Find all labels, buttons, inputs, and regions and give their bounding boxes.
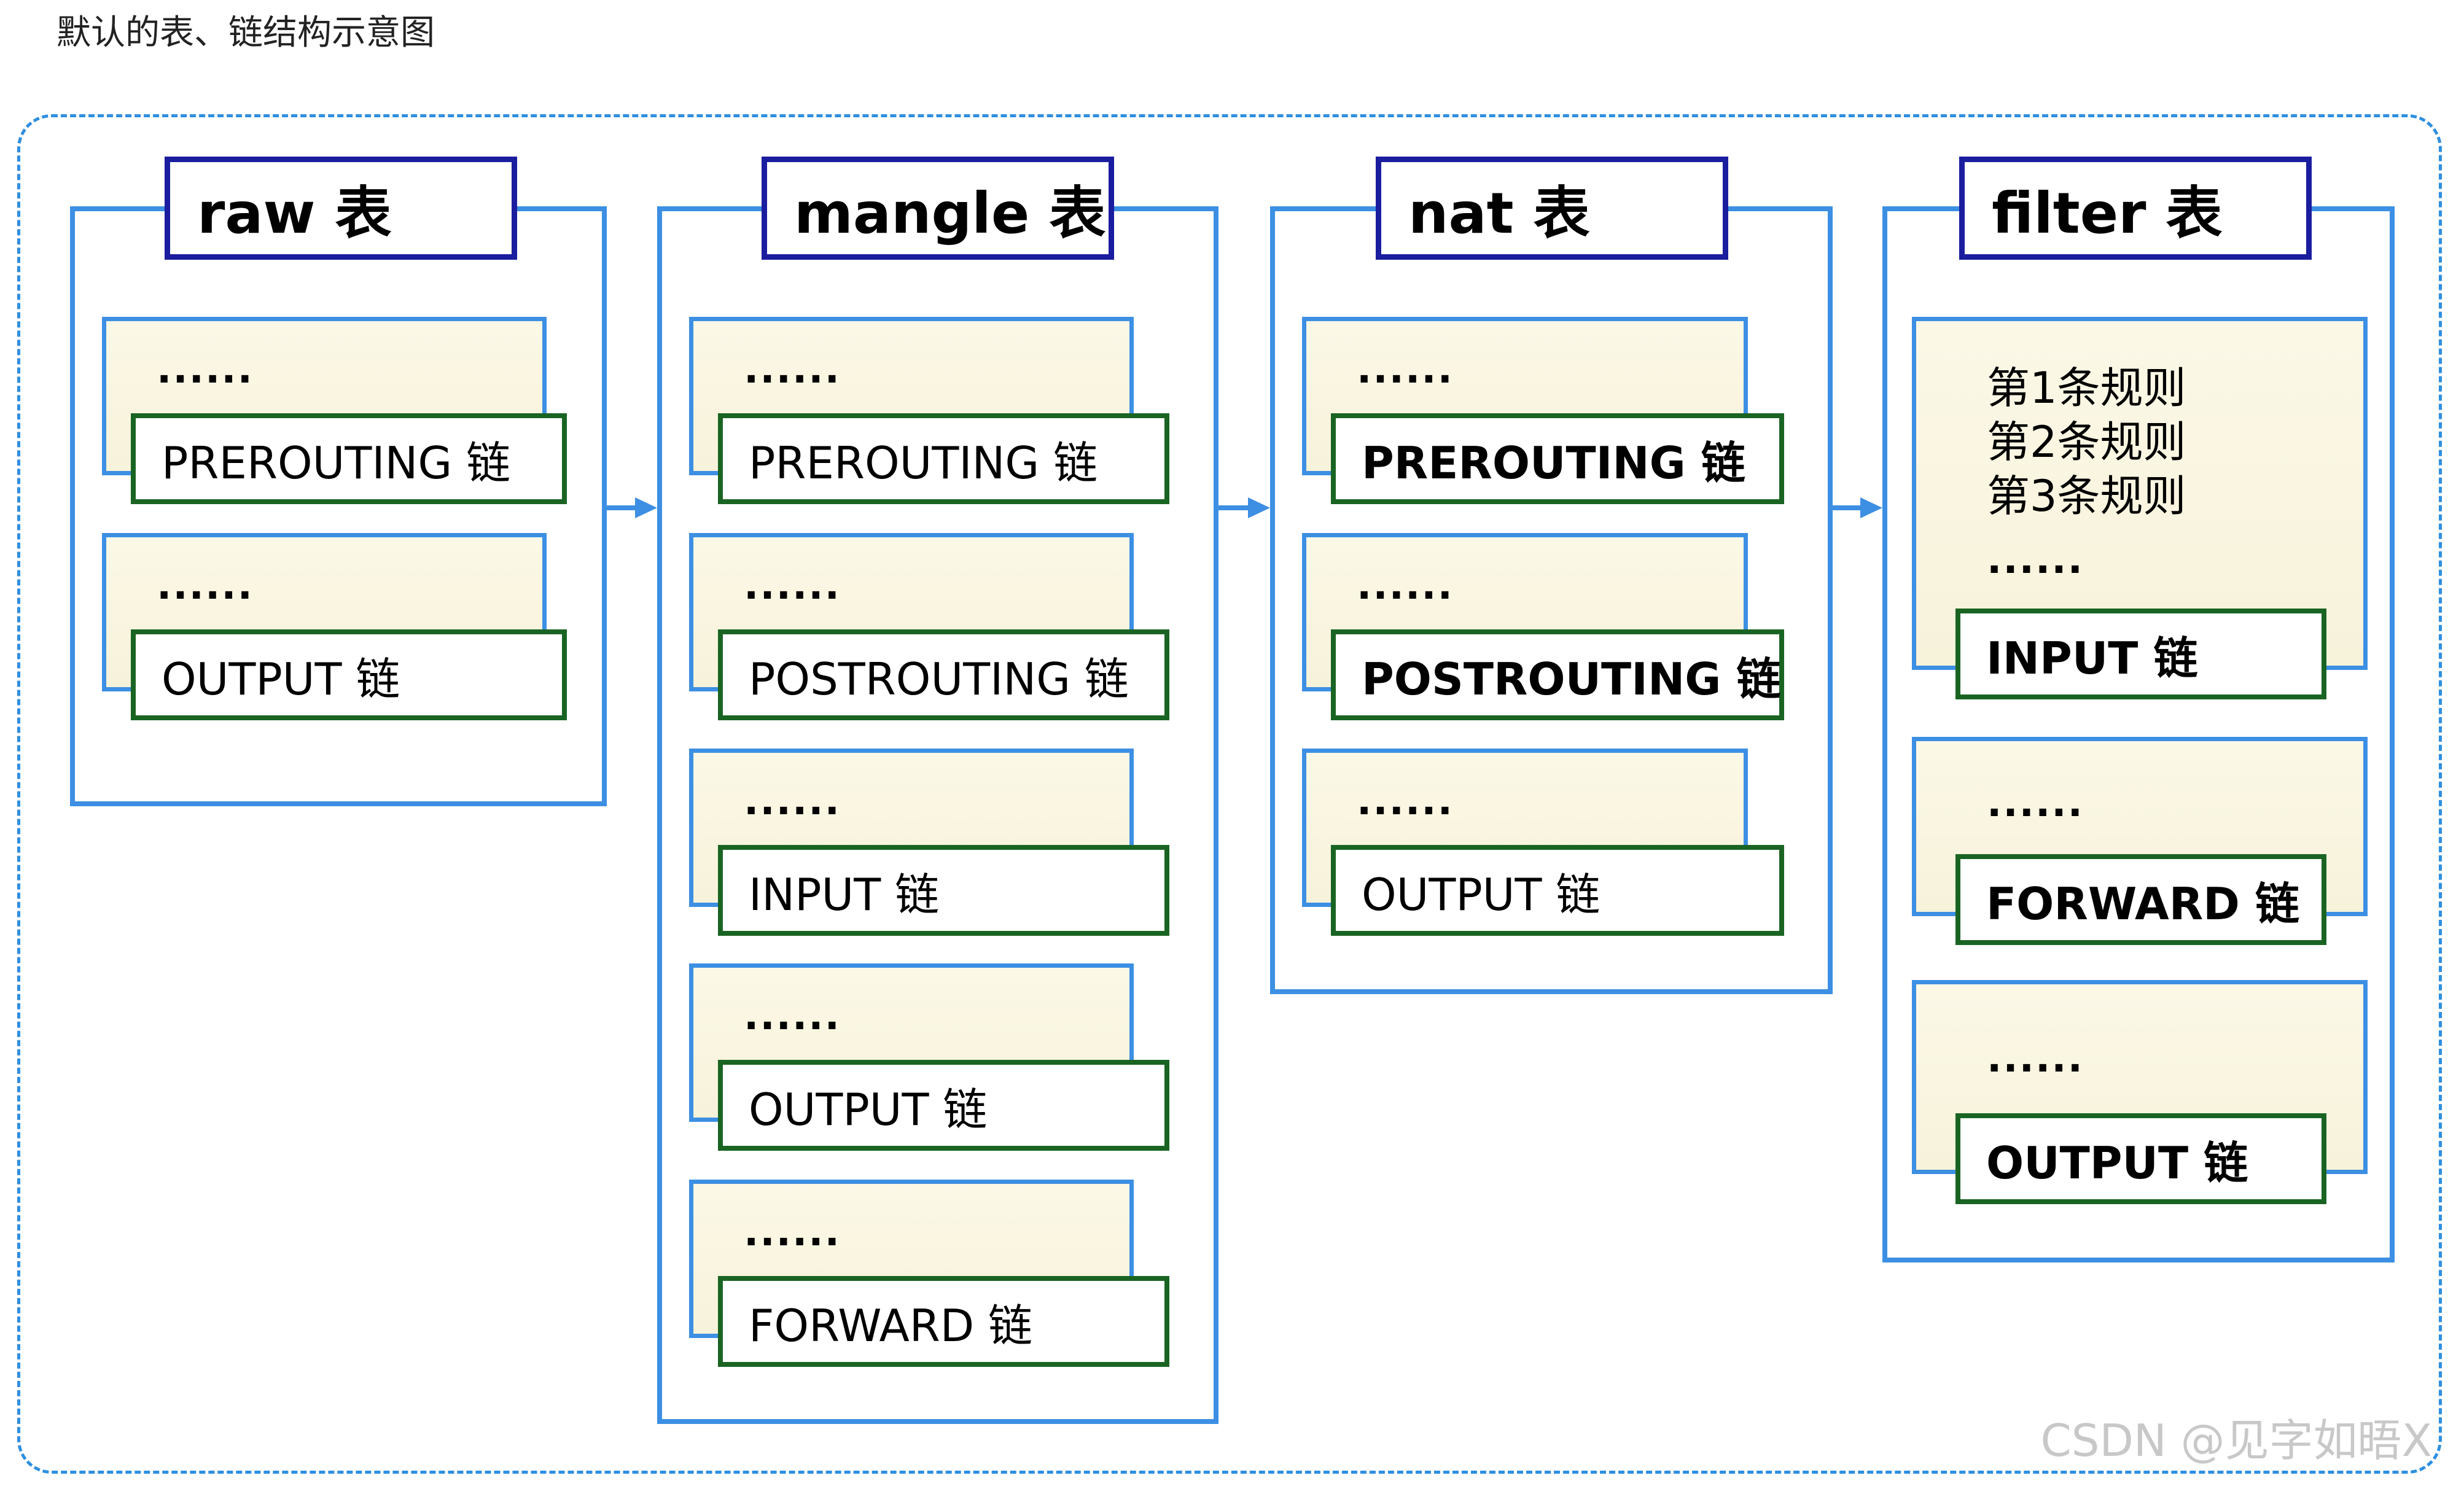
chain-label-forward: FORWARD 链 (1955, 854, 2326, 945)
chain-label-forward: FORWARD 链 (718, 1276, 1169, 1367)
chain-ellipsis: ...... (157, 347, 254, 392)
chain-block-nat-prerouting: ...... PREROUTING 链 (1302, 317, 1784, 504)
table-raw: ...... PREROUTING 链 ...... OUTPUT 链 (70, 206, 607, 806)
chain-label-output: OUTPUT 链 (1955, 1113, 2326, 1204)
chain-ellipsis: ...... (1357, 347, 1454, 392)
chain-label-prerouting: PREROUTING 链 (131, 413, 567, 504)
table-mangle: ...... PREROUTING 链 ...... POSTROUTING 链… (657, 206, 1218, 1424)
chain-ellipsis: ...... (1987, 1036, 2084, 1081)
chain-label-output: OUTPUT 链 (131, 629, 567, 720)
chain-block-filter-output: ...... OUTPUT 链 (1912, 980, 2368, 1204)
chain-label-postrouting: POSTROUTING 链 (718, 629, 1169, 720)
table-header-raw: raw 表 (165, 157, 517, 260)
chain-ellipsis: ...... (744, 347, 841, 392)
arrow-nat-to-filter (1833, 497, 1882, 518)
chain-block-mangle-postrouting: ...... POSTROUTING 链 (689, 533, 1169, 720)
chain-block-filter-forward: ...... FORWARD 链 (1912, 737, 2368, 945)
rule-2: 第2条规则 (1987, 417, 2186, 467)
chain-block-mangle-forward: ...... FORWARD 链 (689, 1180, 1169, 1367)
chain-block-mangle-input: ...... INPUT 链 (689, 749, 1169, 936)
watermark: CSDN @见字如晤X (2040, 1415, 2433, 1466)
chain-label-postrouting: POSTROUTING 链 (1331, 629, 1784, 720)
page-title: 默认的表、链结构示意图 (57, 13, 435, 53)
chain-block-raw-prerouting: ...... PREROUTING 链 (102, 317, 567, 504)
chain-block-mangle-output: ...... OUTPUT 链 (689, 963, 1169, 1151)
rule-1: 第1条规则 (1987, 363, 2186, 413)
rules-list: 第1条规则 第2条规则 第3条规则 (1987, 361, 2186, 523)
chain-block-filter-input: 第1条规则 第2条规则 第3条规则 ...... INPUT 链 (1912, 317, 2368, 699)
chain-ellipsis: ...... (1987, 537, 2084, 583)
chain-ellipsis: ...... (1357, 779, 1454, 824)
table-header-nat: nat 表 (1376, 157, 1728, 260)
arrow-mangle-to-nat (1218, 497, 1270, 518)
chain-label-prerouting: PREROUTING 链 (1331, 413, 1784, 504)
chain-label-input: INPUT 链 (1955, 609, 2326, 699)
chain-ellipsis: ...... (157, 563, 254, 609)
arrow-raw-to-mangle (607, 497, 657, 518)
chain-block-nat-postrouting: ...... POSTROUTING 链 (1302, 533, 1784, 720)
chain-ellipsis: ...... (1987, 780, 2084, 826)
rule-3: 第3条规则 (1987, 471, 2186, 521)
diagram-frame (17, 114, 2442, 1474)
chain-label-prerouting: PREROUTING 链 (718, 413, 1169, 504)
chain-ellipsis: ...... (744, 563, 841, 609)
chain-ellipsis: ...... (744, 994, 841, 1039)
table-filter: 第1条规则 第2条规则 第3条规则 ...... INPUT 链 ...... … (1882, 206, 2395, 1262)
table-header-filter: filter 表 (1959, 157, 2312, 260)
table-nat: ...... PREROUTING 链 ...... POSTROUTING 链… (1270, 206, 1833, 994)
table-header-mangle: mangle 表 (762, 157, 1114, 260)
chain-block-mangle-prerouting: ...... PREROUTING 链 (689, 317, 1169, 504)
chain-ellipsis: ...... (744, 1210, 841, 1255)
chain-block-raw-output: ...... OUTPUT 链 (102, 533, 567, 720)
chain-block-nat-output: ...... OUTPUT 链 (1302, 749, 1784, 936)
chain-label-output: OUTPUT 链 (718, 1060, 1169, 1151)
chain-label-output: OUTPUT 链 (1331, 845, 1784, 936)
chain-label-input: INPUT 链 (718, 845, 1169, 936)
chain-ellipsis: ...... (1357, 563, 1454, 609)
chain-ellipsis: ...... (744, 779, 841, 824)
